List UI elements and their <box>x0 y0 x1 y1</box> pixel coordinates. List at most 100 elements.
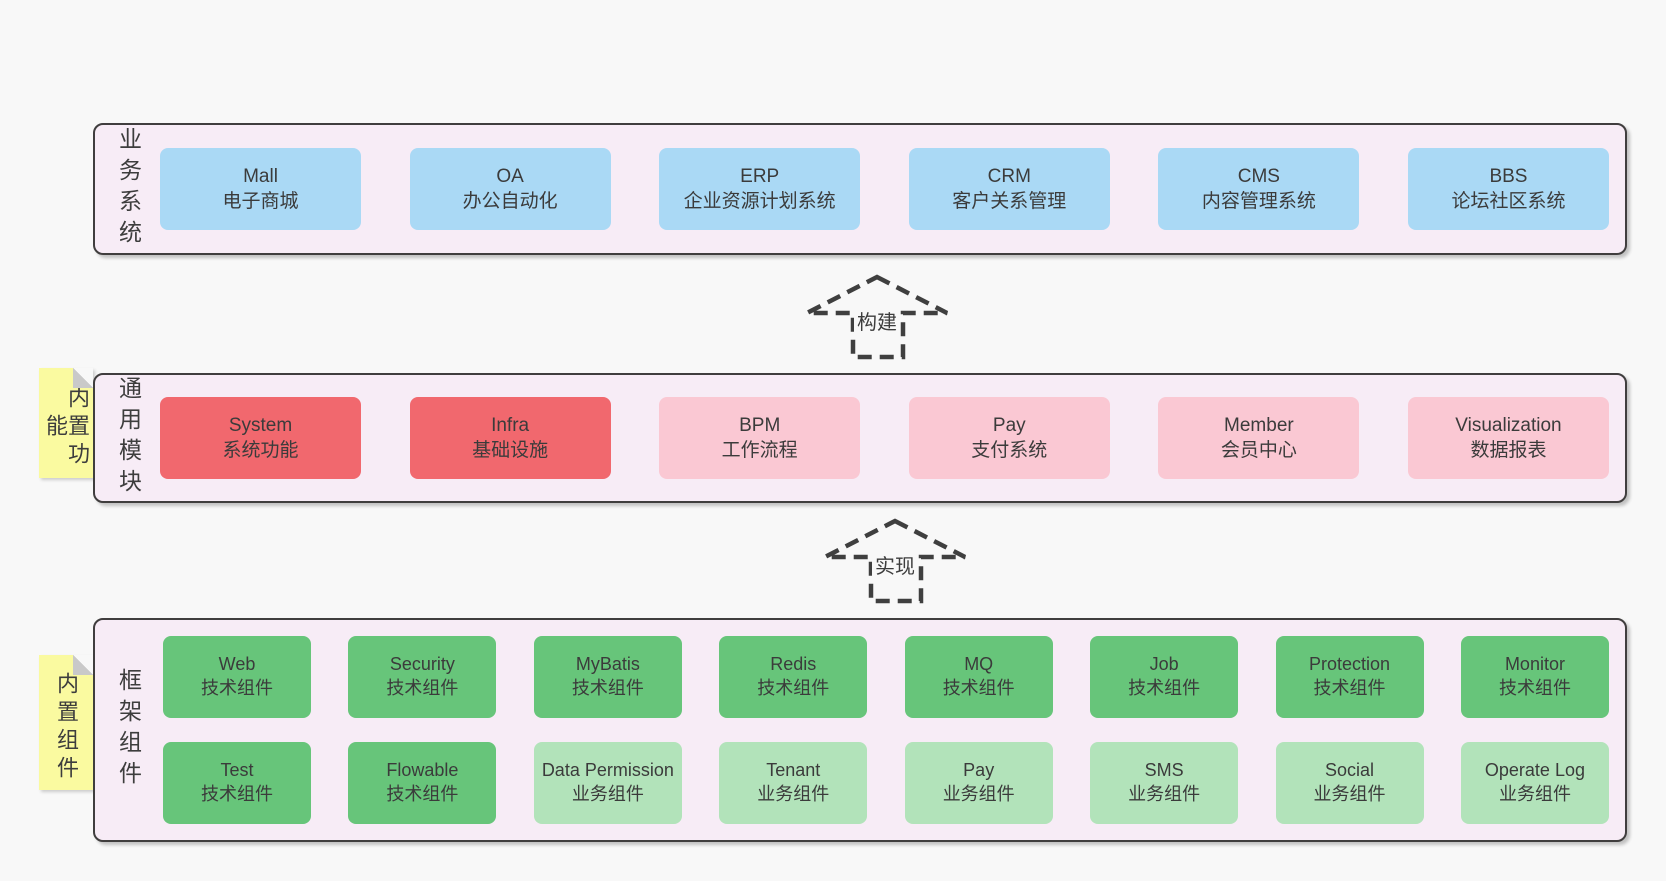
box-title-en: BBS <box>1489 165 1528 187</box>
box-title-zh: 系统功能 <box>222 440 299 461</box>
box-title-zh: 数据报表 <box>1470 440 1547 461</box>
box-title-en: Protection <box>1309 654 1391 675</box>
dashed-up-arrow-implement: 实现 <box>822 518 968 604</box>
box-title-en: Infra <box>491 414 530 436</box>
box-title-zh: 技术组件 <box>201 678 273 698</box>
layer-common-modules: 通用模块 System 系统功能 Infra 基础设施 BPM 工作流程 Pay… <box>93 373 1627 503</box>
box-title-zh: 内容管理系统 <box>1201 191 1316 212</box>
box-title-zh: 业务组件 <box>571 784 644 804</box>
box-title-en: Mall <box>243 165 278 187</box>
box-title-en: Test <box>220 760 254 781</box>
component-boxes-grid: Web 技术组件 Security 技术组件 MyBatis 技术组件 Redi… <box>147 636 1609 824</box>
box-web: Web 技术组件 <box>163 636 311 718</box>
box-title-en: Member <box>1224 414 1294 436</box>
box-title-en: MQ <box>964 654 994 675</box>
sticky-tab-builtin-components: 内置组件 <box>39 655 93 790</box>
component-boxes-row-2: Test 技术组件 Flowable 技术组件 Data Permission … <box>150 742 1609 824</box>
box-bpm: BPM 工作流程 <box>659 397 861 479</box>
box-title-zh: 业务组件 <box>1128 784 1201 804</box>
box-title-en: CRM <box>987 165 1031 187</box>
layer-framework-components: 框架组件 Web 技术组件 Security 技术组件 MyBatis 技术组件… <box>93 618 1627 842</box>
box-system: System 系统功能 <box>160 397 361 479</box>
box-title-en: Pay <box>992 414 1026 436</box>
box-title-en: Flowable <box>386 760 459 781</box>
box-title-en: Data Permission <box>541 760 674 781</box>
box-title-en: BPM <box>739 414 781 436</box>
box-flowable: Flowable 技术组件 <box>348 742 497 824</box>
box-title-en: OA <box>496 165 524 187</box>
box-title-en: ERP <box>740 165 780 187</box>
box-title-zh: 业务组件 <box>1498 784 1571 804</box>
module-boxes-row: System 系统功能 Infra 基础设施 BPM 工作流程 Pay 支付系统… <box>147 397 1609 479</box>
box-title-zh: 企业资源计划系统 <box>683 191 836 212</box>
box-visualization: Visualization 数据报表 <box>1407 397 1609 479</box>
box-title-zh: 论坛社区系统 <box>1451 191 1566 212</box>
business-boxes-row: Mall 电子商城 OA 办公自动化 ERP 企业资源计划系统 CRM 客户关系… <box>147 148 1609 230</box>
box-title-zh: 办公自动化 <box>462 191 558 212</box>
box-oa: OA 办公自动化 <box>409 148 611 230</box>
box-title-zh: 基础设施 <box>472 440 549 461</box>
box-title-en: System <box>228 414 293 436</box>
box-job: Job 技术组件 <box>1090 636 1239 718</box>
box-title-zh: 技术组件 <box>757 678 830 698</box>
box-title-en: Job <box>1149 654 1179 675</box>
component-boxes-row-1: Web 技术组件 Security 技术组件 MyBatis 技术组件 Redi… <box>150 636 1609 718</box>
box-data-permission: Data Permission 业务组件 <box>533 742 682 824</box>
box-title-zh: 电子商城 <box>222 191 299 212</box>
box-title-en: Tenant <box>766 760 821 781</box>
box-title-zh: 业务组件 <box>942 784 1015 804</box>
box-sms: SMS 业务组件 <box>1090 742 1239 824</box>
box-title-zh: 业务组件 <box>757 784 830 804</box>
box-pay-component: Pay 业务组件 <box>904 742 1053 824</box>
box-pay-module: Pay 支付系统 <box>908 397 1110 479</box>
box-security: Security 技术组件 <box>348 636 497 718</box>
box-social: Social 业务组件 <box>1275 742 1424 824</box>
box-title-en: Operate Log <box>1484 760 1585 781</box>
box-protection: Protection 技术组件 <box>1275 636 1424 718</box>
box-title-en: CMS <box>1237 165 1280 187</box>
box-title-en: Social <box>1325 760 1375 781</box>
box-title-en: MyBatis <box>575 654 640 675</box>
box-mybatis: MyBatis 技术组件 <box>533 636 682 718</box>
box-bbs: BBS 论坛社区系统 <box>1407 148 1609 230</box>
box-member: Member 会员中心 <box>1158 397 1360 479</box>
box-title-zh: 技术组件 <box>942 678 1015 698</box>
layer-side-label: 通用模块 <box>115 376 142 500</box>
dashed-up-arrow-build: 构建 <box>804 274 950 360</box>
box-title-en: Pay <box>963 760 995 781</box>
box-redis: Redis 技术组件 <box>719 636 868 718</box>
box-operate-log: Operate Log 业务组件 <box>1460 742 1609 824</box>
box-erp: ERP 企业资源计划系统 <box>659 148 861 230</box>
box-title-zh: 技术组件 <box>1498 678 1571 698</box>
box-title-zh: 工作流程 <box>721 440 798 461</box>
box-title-zh: 会员中心 <box>1220 440 1297 461</box>
box-monitor: Monitor 技术组件 <box>1460 636 1609 718</box>
box-title-zh: 技术组件 <box>386 678 459 698</box>
box-title-zh: 业务组件 <box>1313 784 1386 804</box>
box-title-zh: 技术组件 <box>1128 678 1201 698</box>
up-arrow-icon <box>823 518 967 604</box>
box-title-zh: 技术组件 <box>1313 678 1386 698</box>
box-title-en: Monitor <box>1504 654 1565 675</box>
box-title-zh: 技术组件 <box>571 678 644 698</box>
up-arrow-icon <box>805 274 949 360</box>
box-tenant: Tenant 业务组件 <box>719 742 868 824</box>
box-title-en: SMS <box>1144 760 1184 781</box>
box-test: Test 技术组件 <box>163 742 311 824</box>
box-cms: CMS 内容管理系统 <box>1158 148 1360 230</box>
box-mq: MQ 技术组件 <box>904 636 1053 718</box>
layer-side-label: 业务系统 <box>115 127 142 251</box>
arrow-label-implement: 实现 <box>872 555 918 579</box>
layer-side-label: 框架组件 <box>115 668 142 792</box>
box-infra: Infra 基础设施 <box>409 397 611 479</box>
box-mall: Mall 电子商城 <box>160 148 361 230</box>
arrow-label-build: 构建 <box>854 311 900 335</box>
box-title-zh: 技术组件 <box>386 784 459 804</box>
box-title-zh: 技术组件 <box>201 784 273 804</box>
tab-label: 内置功能 <box>43 386 90 470</box>
box-title-en: Visualization <box>1455 414 1562 436</box>
box-title-zh: 客户关系管理 <box>952 191 1067 212</box>
layer-business-systems: 业务系统 Mall 电子商城 OA 办公自动化 ERP 企业资源计划系统 CRM… <box>93 123 1627 255</box>
tab-label: 内置组件 <box>54 671 79 784</box>
sticky-tab-builtin-functions: 内置功能 <box>39 368 93 478</box>
